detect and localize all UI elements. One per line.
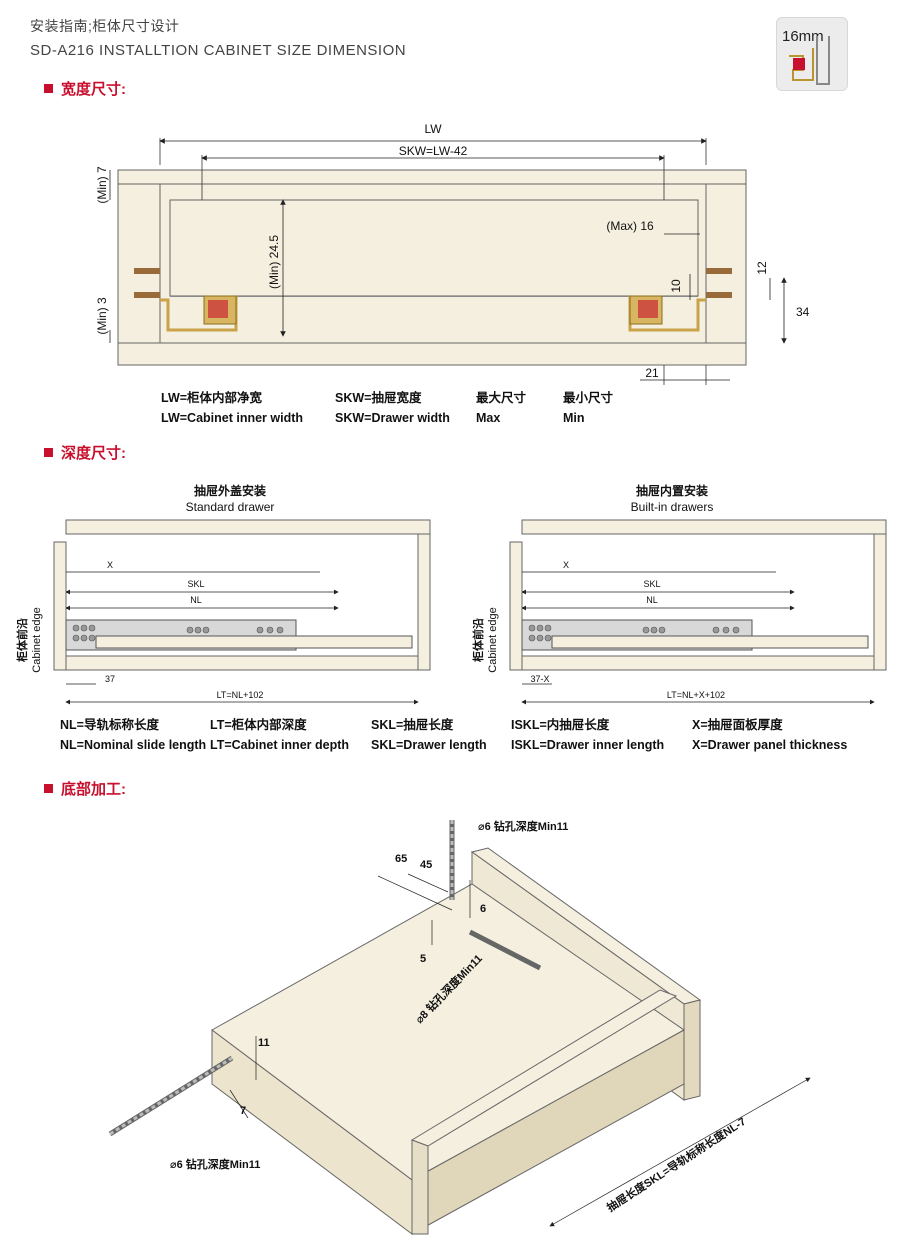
d12-label: 12 (755, 261, 769, 275)
edge-en-2: Cabinet edge (487, 607, 499, 672)
legend-min: 最小尺寸 Min (563, 388, 613, 428)
min245-label: (Min) 24.5 (267, 235, 281, 289)
bi-en: Built-in drawers (631, 500, 714, 514)
badge-label: 16mm (782, 28, 824, 45)
legend-skw: SKW=抽屉宽度 SKW=Drawer width (335, 388, 450, 428)
nl-label: NL (190, 595, 202, 605)
d21-label: 21 (645, 366, 659, 380)
nl-label-2: NL (646, 595, 658, 605)
legend-lt-en: LT=Cabinet inner depth (210, 738, 350, 752)
max16-label: (Max) 16 (606, 219, 654, 233)
drawer-bottom (95, 635, 413, 649)
bullet-icon (44, 448, 53, 457)
section-depth-label: 深度尺寸: (61, 445, 126, 462)
length-label: 抽屉长度SKL=导轨标称长度NL-7 (604, 1114, 748, 1214)
d7-label: 7 (240, 1105, 246, 1117)
edge-cn: 柜体前沿 (15, 618, 29, 663)
title-en: SD-A216 INSTALLTION CABINET SIZE DIMENSI… (30, 42, 407, 59)
section-width-label: 宽度尺寸: (61, 81, 126, 98)
legend-lt: LT=柜体内部深度 LT=Cabinet inner depth (210, 715, 349, 755)
legend-min-en: Min (563, 411, 585, 425)
section-depth: 深度尺寸: (44, 442, 126, 463)
legend-lw-cn: LW=柜体内部净宽 (161, 391, 263, 405)
side-left (117, 183, 161, 344)
skl-label-2: SKL (643, 579, 660, 589)
legend-max-en: Max (476, 411, 501, 425)
skw-label: SKW=LW-42 (399, 144, 468, 158)
lw-label: LW (424, 122, 442, 136)
min3-label: (Min) 3 (95, 297, 109, 335)
edge-cn-2: 柜体前沿 (471, 618, 485, 663)
d34-label: 34 (796, 305, 810, 319)
profile-icon (789, 36, 830, 85)
std-en: Standard drawer (186, 500, 275, 514)
legend-nl-cn: NL=导轨标称长度 (60, 718, 159, 732)
edge-en: Cabinet edge (31, 607, 43, 672)
legend-iskl-cn: ISKL=内抽屉长度 (511, 718, 610, 732)
legend-skw-en: SKW=Drawer width (335, 411, 450, 425)
legend-iskl: ISKL=内抽屉长度 ISKL=Drawer inner length (511, 715, 664, 755)
min7-label: (Min) 7 (95, 166, 109, 204)
title-cn: 安装指南;柜体尺寸设计 (30, 18, 180, 34)
d6-label: 6 (480, 903, 486, 915)
bi-cn: 抽屉内置安装 (636, 483, 708, 498)
side-right (705, 183, 747, 344)
bottom-diagram: ⌀6 钻孔深度Min11 65 45 6 5 ⌀8 钻孔深度Min11 11 7… (108, 819, 811, 1235)
d37-label: 37 (105, 674, 115, 684)
d45-label: 45 (420, 859, 432, 871)
screw-icon (134, 268, 732, 298)
legend-x-cn: X=抽屉面板厚度 (692, 718, 783, 732)
bullet-icon (44, 84, 53, 93)
drill6-top: ⌀6 钻孔深度Min11 (478, 819, 568, 833)
legend-lw: LW=柜体内部净宽 LW=Cabinet inner width (161, 388, 303, 428)
skl-label: SKL (187, 579, 204, 589)
section-bottom: 底部加工: (44, 778, 126, 799)
legend-max: 最大尺寸 Max (476, 388, 526, 428)
width-diagram: LW SKW=LW-42 (Min) 7 (Min) 3 (Min) 24.5 … (95, 122, 810, 385)
depth-standard: 抽屉外盖安装 Standard drawer X SKL NL 37 LT=NL… (15, 483, 431, 705)
legend-lt-cn: LT=柜体内部深度 (210, 718, 307, 732)
legend-nl: NL=导轨标称长度 NL=Nominal slide length (60, 715, 206, 755)
legend-x-en: X=Drawer panel thickness (692, 738, 848, 752)
d37x-label: 37-X (530, 674, 549, 684)
drill6-bottom: ⌀6 钻孔深度Min11 (170, 1157, 260, 1171)
legend-skl: SKL=抽屉长度 SKL=Drawer length (371, 715, 487, 755)
cabinet-top (117, 169, 747, 185)
legend-min-cn: 最小尺寸 (563, 391, 614, 405)
lt2-label: LT=NL+X+102 (667, 690, 725, 700)
legend-x: X=抽屉面板厚度 X=Drawer panel thickness (692, 715, 847, 755)
lt1-label: LT=NL+102 (217, 690, 264, 700)
legend-nl-en: NL=Nominal slide length (60, 738, 207, 752)
drawer-front (169, 199, 699, 297)
legend-max-cn: 最大尺寸 (476, 391, 527, 405)
section-width: 宽度尺寸: (44, 78, 126, 99)
d11-label: 11 (258, 1037, 270, 1049)
std-cn: 抽屉外盖安装 (194, 483, 266, 498)
legend-lw-en: LW=Cabinet inner width (161, 411, 304, 425)
cabinet-bottom (117, 342, 747, 366)
legend-skl-en: SKL=Drawer length (371, 738, 487, 752)
x-label: X (107, 560, 113, 570)
d5-label: 5 (420, 953, 426, 965)
x-label-2: X (563, 560, 569, 570)
legend-skl-cn: SKL=抽屉长度 (371, 718, 454, 732)
bullet-icon (44, 784, 53, 793)
legend-iskl-en: ISKL=Drawer inner length (511, 738, 665, 752)
legend-skw-cn: SKW=抽屉宽度 (335, 391, 422, 405)
depth-builtin: 抽屉内置安装 Built-in drawers X SKL NL 37-X LT… (471, 483, 887, 705)
thickness-badge: 16mm (776, 17, 848, 91)
d10-label: 10 (669, 279, 683, 293)
section-bottom-label: 底部加工: (61, 781, 126, 798)
d65-label: 65 (395, 853, 407, 865)
